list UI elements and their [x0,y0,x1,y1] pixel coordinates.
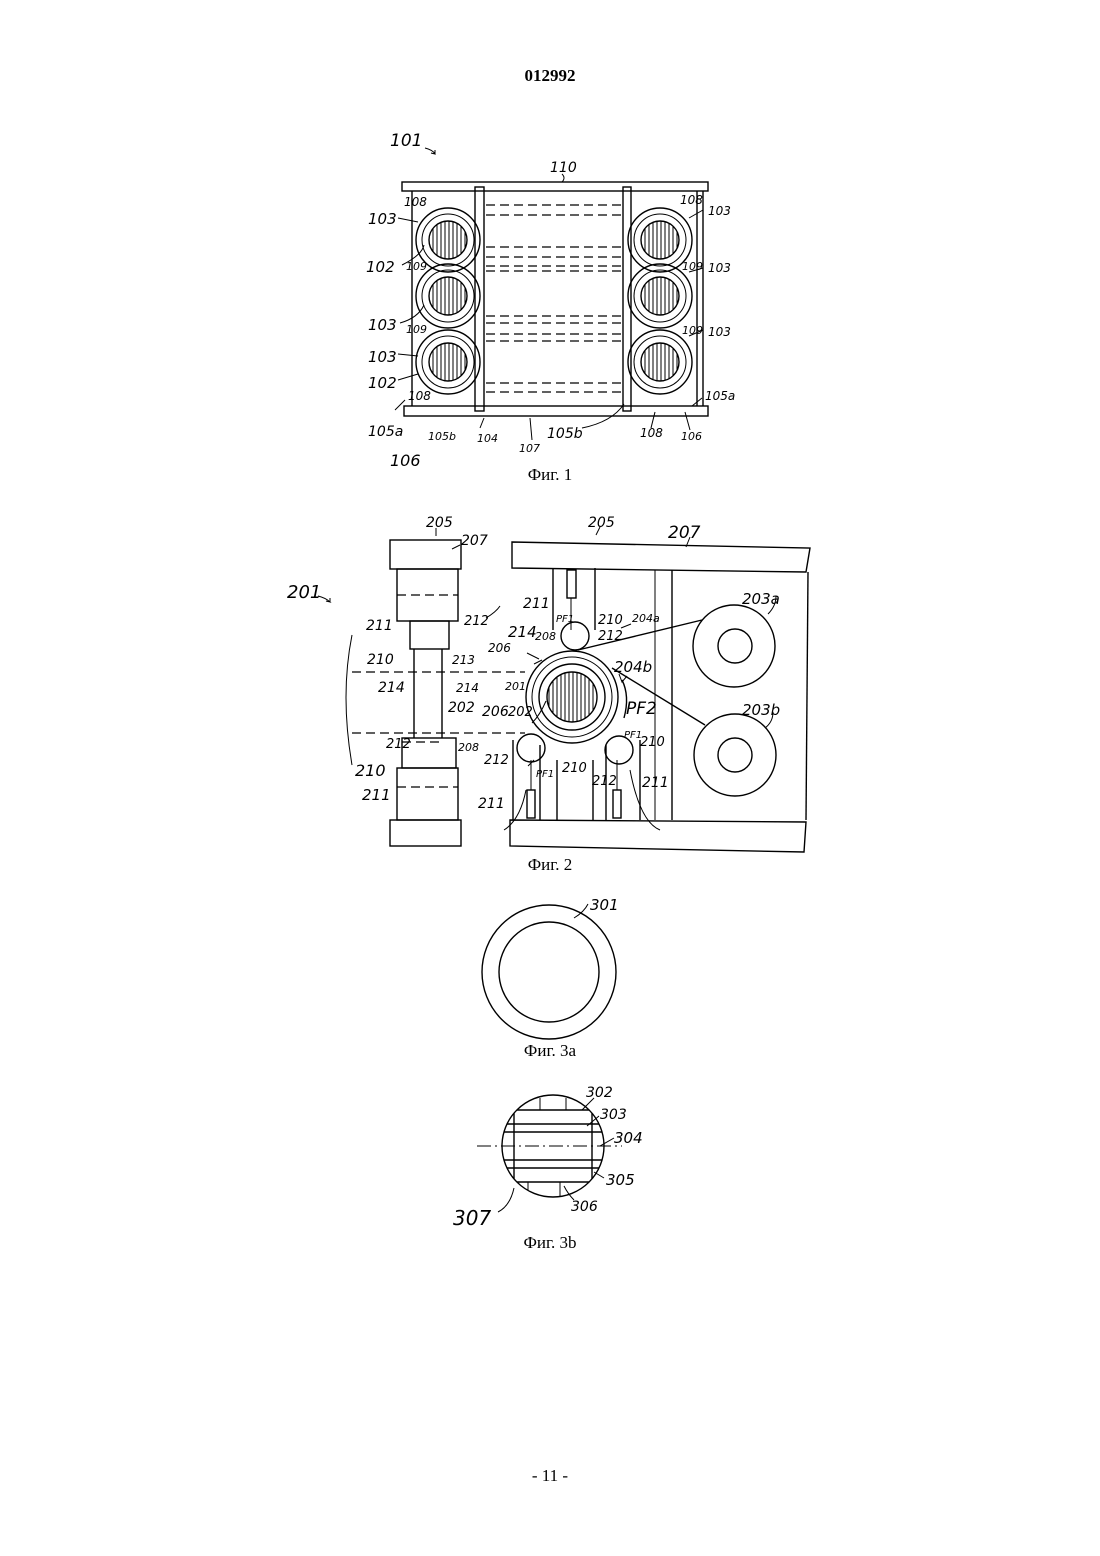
reference-label: 103 [708,261,731,275]
reference-label: 212 [592,774,617,789]
reference-label: 107 [519,442,540,455]
reference-label: 108 [408,389,431,403]
reference-label: 103 [368,210,397,228]
figure-3b-caption: Фиг. 3b [0,1233,1100,1253]
reference-label: 109 [406,260,427,273]
reference-label: 105b [428,430,456,443]
coil-left-bottom [416,330,480,394]
reference-label: 106 [681,430,702,443]
reference-label: 208 [535,630,556,643]
document-number: 012992 [0,66,1100,86]
reference-label: 212 [598,629,623,644]
reference-label: 206 [488,641,511,655]
reference-label: 210 [640,735,665,750]
roller-bottom-left [517,734,545,762]
coil-right-middle [628,264,692,328]
reference-label: 214 [508,623,537,641]
reel-203a [693,605,775,687]
reference-label: 211 [366,618,393,634]
reference-label: PF1 [536,769,554,780]
reference-label: 103 [368,316,397,334]
reference-label: 108 [404,195,427,209]
reference-label: 202 [448,700,475,716]
reference-label: 104 [477,432,498,445]
reference-label: 205 [426,515,453,531]
reference-label: 210 [367,652,394,668]
reference-label: 102 [366,258,395,276]
reference-label: 305 [606,1171,635,1189]
reference-label: 105b [547,426,583,442]
reference-label: 208 [458,741,479,754]
reference-label: 108 [640,426,663,440]
reference-label: 205 [588,515,615,531]
reference-label: 214 [378,680,405,696]
reference-label: 203b [742,701,780,719]
reference-label: 307 [453,1206,491,1230]
figure-1-caption: Фиг. 1 [0,465,1100,485]
reference-label: 103 [708,325,731,339]
reference-label: 201 [505,680,526,693]
reference-label: 204a [632,612,660,625]
ring-301 [482,905,616,1039]
roller-top [561,622,589,650]
left-top-cap [390,540,461,569]
reference-label: 103 [368,348,397,366]
figure-2-caption: Фиг. 2 [0,855,1100,875]
reference-label: 211 [642,775,669,791]
figure-3a-drawing: 301 [0,890,1100,1040]
top-plate [402,182,708,191]
post-right [623,187,631,411]
page-number: - 11 - [0,1466,1100,1486]
figure-3a-caption: Фиг. 3a [0,1041,1100,1061]
reference-label: 105a [705,389,735,403]
arrow-101 [425,148,435,154]
reference-label: PF2 [626,699,657,719]
reference-label: 211 [523,596,550,612]
left-bottom-cap [390,820,461,846]
reference-label: 102 [368,374,397,392]
reference-label: 105a [368,424,403,440]
reference-label: 214 [456,681,479,695]
reference-label: 103 [708,204,731,218]
reference-label: 212 [484,753,509,768]
reel-203b [694,714,776,796]
reference-label: 303 [600,1107,627,1123]
reference-label: 213 [452,653,475,667]
reference-label: 212 [464,614,489,629]
reference-label: 109 [682,324,703,337]
reference-label: 207 [461,533,488,549]
reference-label: 210 [562,761,587,776]
coil-right-bottom [628,330,692,394]
reference-label: 210 [598,613,623,628]
reference-label: 109 [406,323,427,336]
reference-label: 207 [668,523,701,543]
bottom-plate [404,406,708,416]
reference-label: 109 [682,260,703,273]
bottom-rail [510,820,806,852]
reference-label: 304 [614,1129,643,1147]
reference-label: 212 [386,737,411,752]
reference-label: 110 [550,160,577,176]
reference-label: 201 [287,582,321,603]
top-rail [512,542,810,572]
coil-left-middle [416,264,480,328]
reference-label: PF1 [556,614,574,625]
reference-label: 211 [478,796,505,812]
reference-label: 211 [362,786,391,804]
reference-label: 302 [586,1085,613,1101]
figure-2-drawing: 201 205 207 211 212 210 213 214 214 206 … [0,500,1100,860]
label-101: 101 [390,131,422,151]
figure-3b-drawing: 302 303 304 305 306 307 [0,1080,1100,1230]
reference-label: 206 [482,704,509,720]
reference-label: 203a [742,590,780,608]
reference-label: 108 [680,193,703,207]
reference-label: 202 [508,705,533,720]
reference-label: 301 [590,896,619,914]
reference-label: 204b [614,658,652,676]
figure-1-drawing: 101 110 108 103 102 109 103 109 103 102 … [0,120,1100,470]
reference-label: 306 [571,1199,598,1215]
reference-label: 210 [355,761,386,780]
